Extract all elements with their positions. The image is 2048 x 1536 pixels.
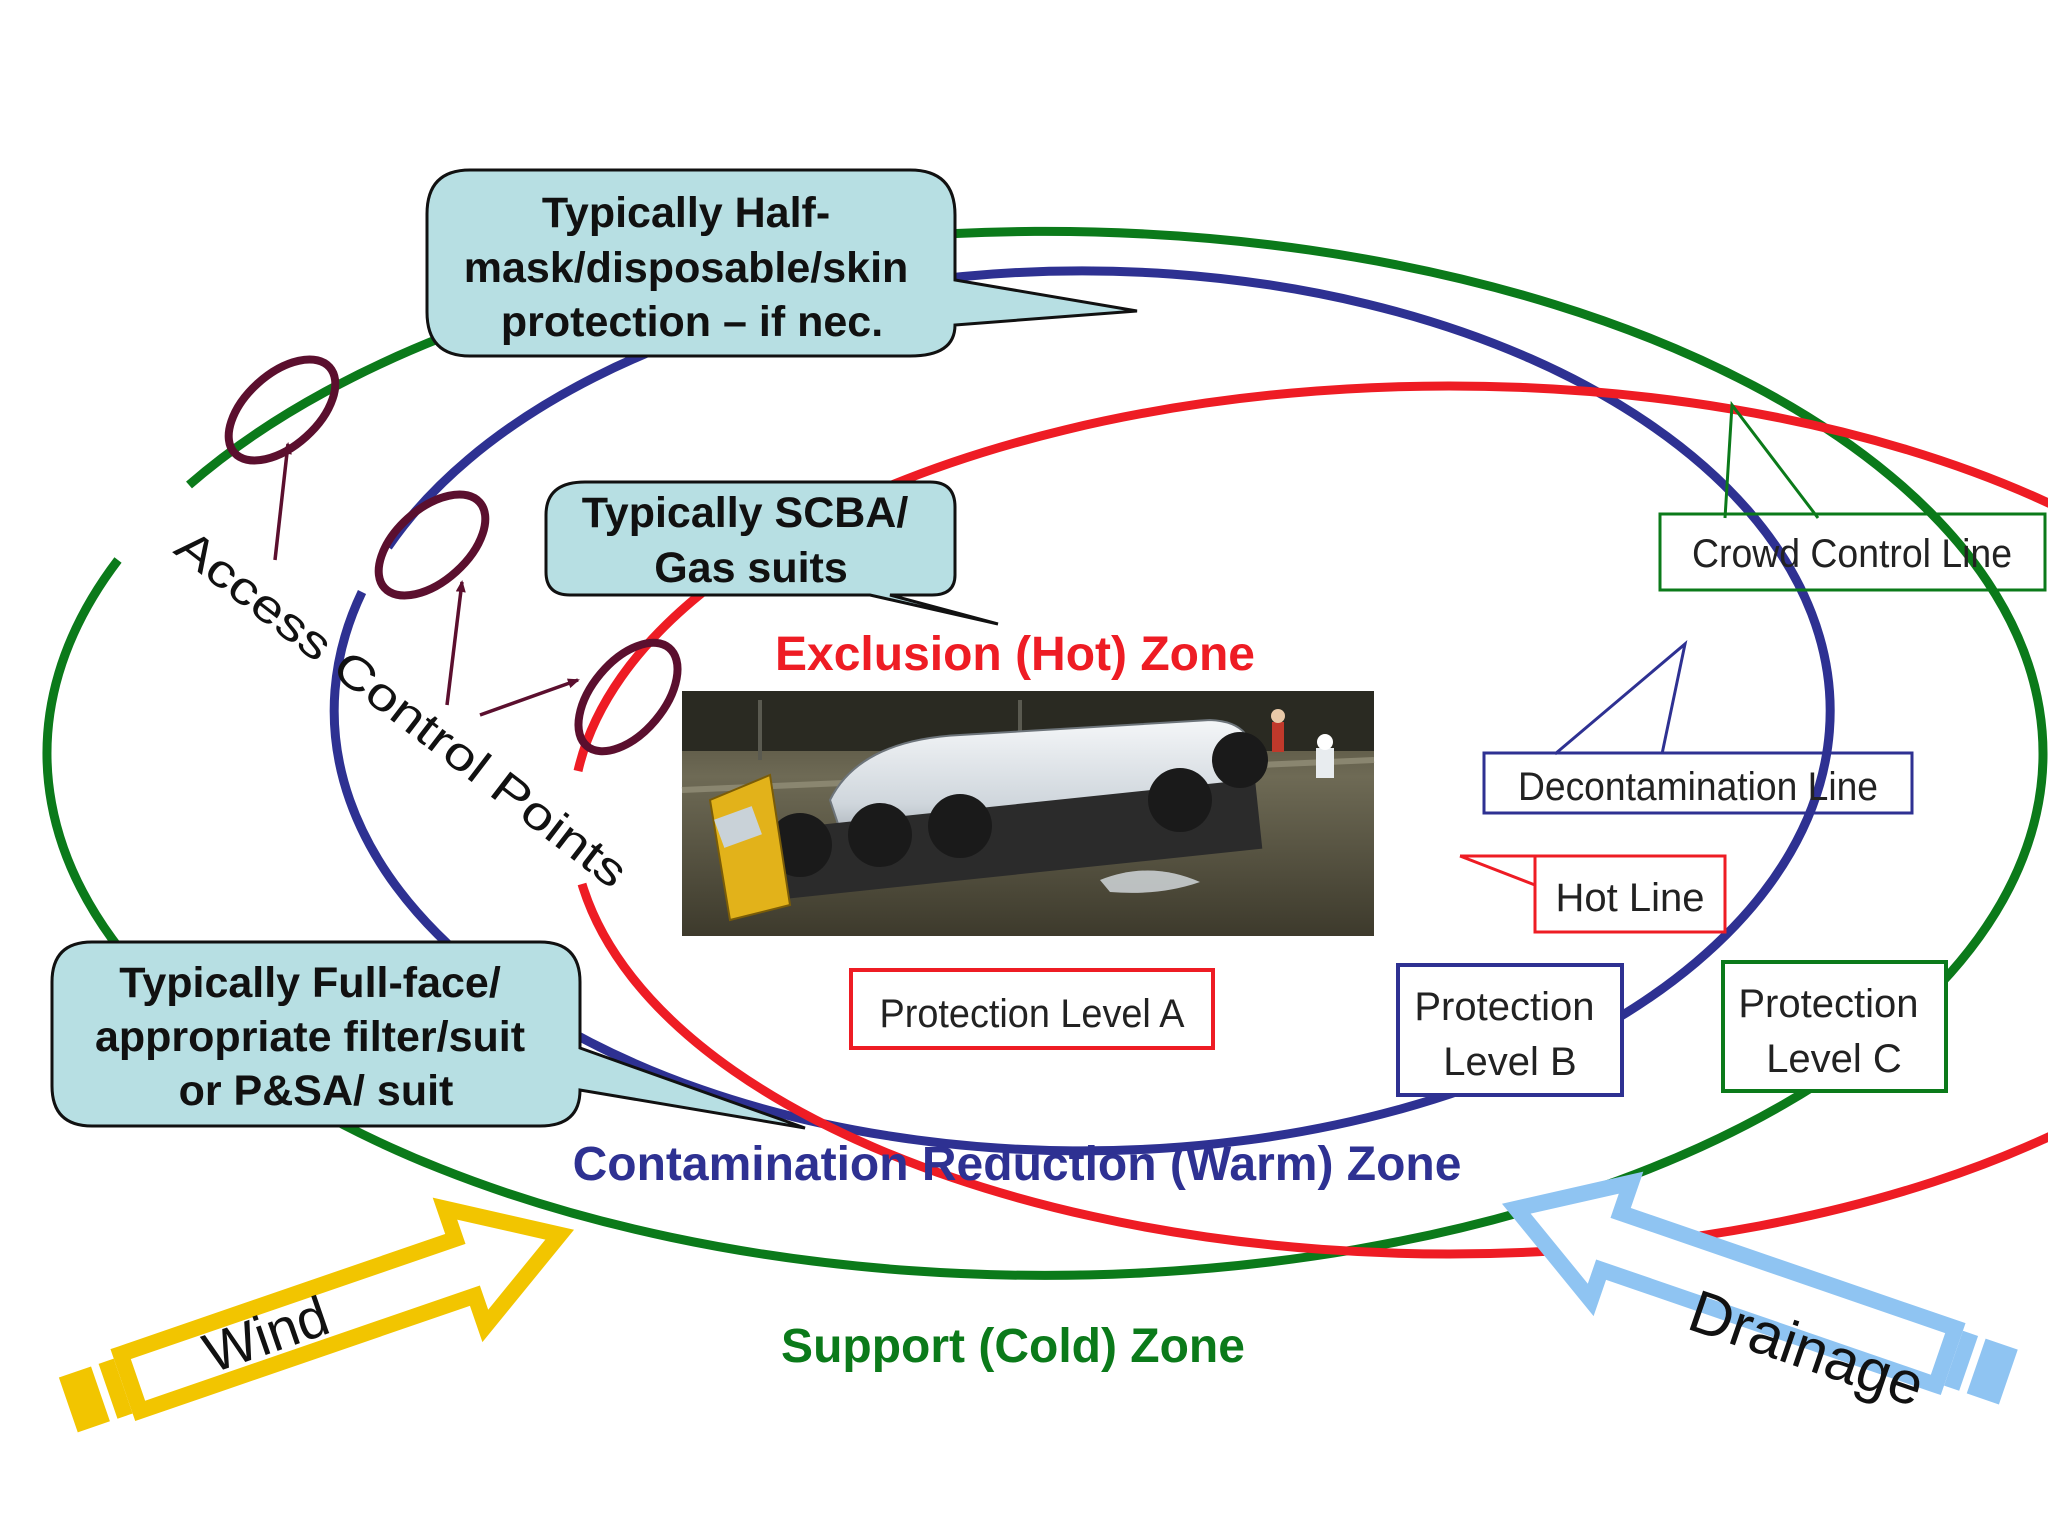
protection-level-a-box: Protection Level A <box>849 968 1215 1050</box>
callout-warm-line: appropriate filter/suit <box>95 1013 525 1061</box>
svg-text:Typically SCBA/ Gas suit: Typically SCBA/ Gas suits <box>582 489 921 592</box>
protection-level-c-line: Level C <box>1766 1037 1902 1081</box>
callout-cold-line: protection – if nec. <box>501 298 883 346</box>
pointer-arrow <box>445 580 466 706</box>
pointer-arrow <box>479 678 580 717</box>
incident-photo <box>681 691 1375 936</box>
svg-text:Typically Full-face/ app: Typically Full-face/ appropriate filter/… <box>95 959 537 1115</box>
callout-warm-protection: Typically Full-face/ appropriate filter/… <box>50 940 806 1130</box>
decontamination-line-callout: Decontamination Line <box>1482 640 1914 815</box>
protection-level-c-line: Protection <box>1738 982 1918 1026</box>
cold-zone-label: Support (Cold) Zone <box>781 1320 1245 1373</box>
callout-hot-protection: Typically SCBA/ Gas suits <box>544 480 999 626</box>
callout-hot-line: Gas suits <box>654 544 848 592</box>
callout-warm-line: Typically Full-face/ <box>119 959 501 1007</box>
svg-text:Protection Level B: Protection Level B <box>1414 985 1605 1084</box>
hot-line-label: Hot Line <box>1556 876 1705 920</box>
callout-cold-protection: Typically Half- mask/disposable/skin pro… <box>425 168 1138 358</box>
access-control-marker-cold[interactable] <box>210 340 353 479</box>
wind-arrow: Wind <box>58 1197 575 1433</box>
callout-cold-line: Typically Half- <box>542 189 830 237</box>
hot-line-callout: Hot Line <box>1459 854 1727 934</box>
drainage-arrow <box>1501 1171 2018 1405</box>
pointer-arrow <box>273 442 292 561</box>
callout-warm-line: or P&SA/ suit <box>179 1067 454 1115</box>
decontamination-line-label: Decontamination Line <box>1518 765 1878 809</box>
svg-text:Protection Level C: Protection Level C <box>1738 982 1929 1081</box>
hot-zone-label: Exclusion (Hot) Zone <box>775 628 1255 681</box>
protection-level-b-line: Level B <box>1443 1040 1576 1084</box>
protection-level-a-label: Protection Level A <box>880 992 1185 1036</box>
protection-level-b-box: Protection Level B <box>1396 963 1624 1097</box>
crowd-control-line-label: Crowd Control Line <box>1692 532 2012 576</box>
protection-level-c-box: Protection Level C <box>1721 960 1948 1093</box>
warm-zone-label: Contamination Reduction (Warm) Zone <box>573 1138 1462 1191</box>
svg-text:Typically Half- mask/dis: Typically Half- mask/disposable/skin pro… <box>464 189 920 346</box>
access-control-pointers <box>273 442 580 717</box>
access-control-marker-hot[interactable] <box>559 625 696 769</box>
crowd-control-line-callout: Crowd Control Line <box>1658 400 2047 592</box>
callout-cold-line: mask/disposable/skin <box>464 244 909 292</box>
hot-zone-boundary <box>573 381 2048 1259</box>
callout-hot-line: Typically SCBA/ <box>582 489 909 537</box>
protection-level-b-line: Protection <box>1414 985 1594 1029</box>
access-control-marker-warm[interactable] <box>360 475 503 614</box>
